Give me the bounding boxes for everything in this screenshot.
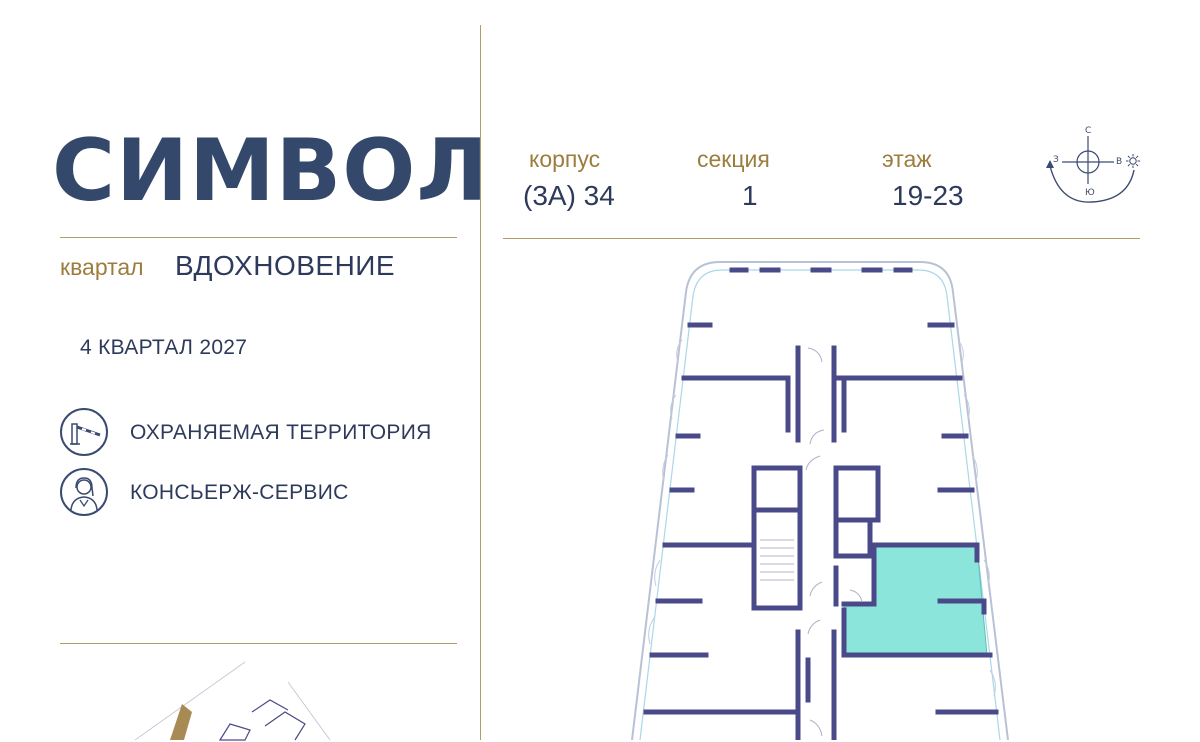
compass-north: С xyxy=(1085,126,1091,136)
floor-label: этаж xyxy=(882,146,932,172)
section-value: 1 xyxy=(742,180,758,211)
compass-west: З xyxy=(1053,155,1059,165)
floor-value: 19-23 xyxy=(892,180,964,211)
concierge-icon xyxy=(60,468,108,516)
completion-date: 4 КВАРТАЛ 2027 xyxy=(80,336,248,359)
project-logo: СИМВОЛ xyxy=(52,121,489,221)
quarter-label: квартал xyxy=(60,254,144,280)
feature-concierge-label: КОНСЬЕРЖ-СЕРВИС xyxy=(130,481,349,504)
compass-south: Ю xyxy=(1085,188,1095,198)
floor-plan xyxy=(631,261,1009,740)
barrier-icon xyxy=(60,408,108,456)
feature-security-label: ОХРАНЯЕМАЯ ТЕРРИТОРИЯ xyxy=(130,421,432,444)
quarter-name: ВДОХНОВЕНИЕ xyxy=(175,250,396,281)
divider-top-left xyxy=(60,237,457,238)
column-divider xyxy=(480,25,481,740)
compass-rose: С Ю З В xyxy=(1046,126,1140,203)
building-value: (3А) 34 xyxy=(523,180,615,211)
sun-icon xyxy=(1126,154,1140,168)
site-minimap xyxy=(134,661,331,741)
divider-bottom-left xyxy=(60,643,457,644)
building-label: корпус xyxy=(529,146,601,172)
compass-east: В xyxy=(1116,157,1122,167)
section-label: секция xyxy=(697,146,770,172)
divider-header xyxy=(503,238,1140,239)
